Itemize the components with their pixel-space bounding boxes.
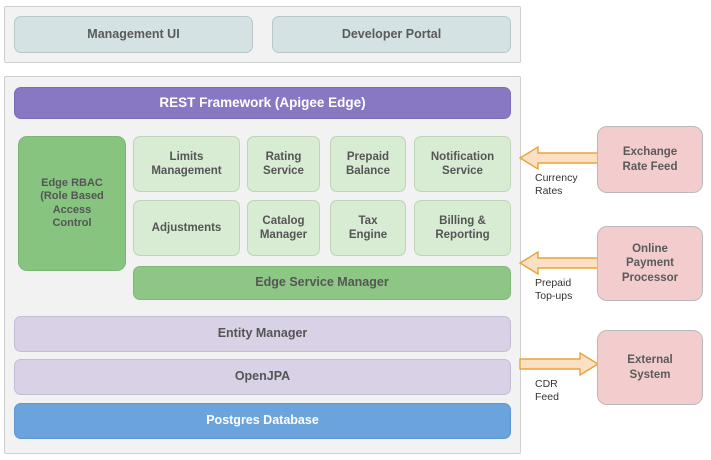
external-online-payment-processor[interactable]: Online Payment Processor [597, 226, 703, 301]
external-external-system-label: External System [627, 354, 673, 381]
service-prepaid-balance[interactable]: Prepaid Balance [330, 136, 406, 192]
service-catalog-manager[interactable]: Catalog Manager [247, 200, 320, 256]
external-external-system[interactable]: External System [597, 330, 703, 405]
service-adjustments[interactable]: Adjustments [133, 200, 240, 256]
rest-framework-label: REST Framework (Apigee Edge) [159, 94, 366, 110]
tile-management-ui-label: Management UI [87, 26, 180, 41]
external-exchange-rate-feed-label: Exchange Rate Feed [622, 146, 678, 173]
entity-manager-label: Entity Manager [217, 326, 308, 341]
edge-service-manager-bar[interactable]: Edge Service Manager [133, 266, 511, 300]
service-billing-reporting[interactable]: Billing & Reporting [414, 200, 511, 256]
edge-service-manager-label: Edge Service Manager [255, 275, 389, 290]
postgres-database-label: Postgres Database [206, 413, 319, 428]
service-notification-service[interactable]: Notification Service [414, 136, 511, 192]
external-exchange-rate-feed[interactable]: Exchange Rate Feed [597, 126, 703, 193]
edge-rbac-block[interactable]: Edge RBAC (Role Based Access Control [18, 136, 126, 271]
arrow-currency-rates [519, 144, 599, 172]
postgres-database-bar[interactable]: Postgres Database [14, 403, 511, 439]
rest-framework-bar[interactable]: REST Framework (Apigee Edge) [14, 87, 511, 119]
tile-developer-portal[interactable]: Developer Portal [272, 16, 511, 53]
service-catalog-manager-label: Catalog Manager [259, 214, 308, 241]
arrow-label-currency-rates: Currency Rates [535, 172, 578, 198]
service-tax-engine[interactable]: Tax Engine [330, 200, 406, 256]
service-notification-service-label: Notification Service [430, 150, 495, 177]
tile-management-ui[interactable]: Management UI [14, 16, 253, 53]
service-tax-engine-label: Tax Engine [348, 214, 388, 241]
arrow-prepaid-topups [519, 249, 599, 277]
service-limits-management[interactable]: Limits Management [133, 136, 240, 192]
external-online-payment-processor-label: Online Payment Processor [621, 243, 679, 284]
service-adjustments-label: Adjustments [151, 221, 222, 234]
edge-rbac-label: Edge RBAC (Role Based Access Control [40, 176, 104, 229]
tile-developer-portal-label: Developer Portal [341, 26, 442, 41]
openjpa-bar[interactable]: OpenJPA [14, 359, 511, 395]
arrow-cdr-feed [519, 350, 599, 378]
entity-manager-bar[interactable]: Entity Manager [14, 316, 511, 352]
service-prepaid-balance-label: Prepaid Balance [345, 150, 391, 177]
service-billing-reporting-label: Billing & Reporting [435, 214, 490, 241]
service-rating-service-label: Rating Service [263, 150, 304, 177]
service-limits-management-label: Limits Management [151, 150, 222, 177]
arrow-label-cdr-feed: CDR Feed [535, 378, 559, 404]
arrow-label-prepaid-topups: Prepaid Top-ups [535, 277, 573, 303]
service-rating-service[interactable]: Rating Service [247, 136, 320, 192]
openjpa-label: OpenJPA [234, 369, 291, 384]
